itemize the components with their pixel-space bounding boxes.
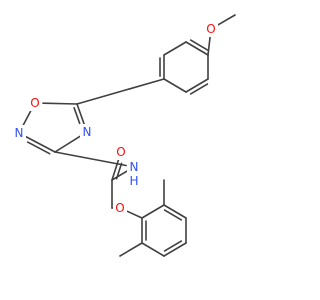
carbonyl-oxygen-atom: O: [114, 144, 128, 160]
n4-c5-bond-inner: [73, 107, 81, 125]
aryl-bond-1: [185, 41, 209, 56]
aryl-oxadiazole-bond: [76, 78, 165, 105]
oxadiazole-oxygen-label: O: [30, 96, 39, 110]
oxadiazole-nitrogen-2-label: N: [15, 126, 24, 140]
ring2-bond-5: [141, 242, 165, 257]
o1-n2-bond: [21, 109, 33, 127]
ring2-bond-2-inner: [163, 209, 183, 221]
ring2-bond-2: [163, 204, 187, 219]
aryl-bond-1-inner: [189, 39, 209, 51]
methyl-o-bond: [217, 14, 236, 26]
aryl-bond-5: [185, 78, 209, 93]
amide-nitrogen-label: N: [130, 160, 139, 174]
methyl-2-bond: [119, 242, 143, 257]
n2-c3-bond: [25, 135, 56, 153]
carbonyl-oxygen-label: O: [116, 145, 125, 159]
amide-nh-atom: N H: [127, 160, 141, 189]
carbonyl-double-bond-inner: [115, 162, 123, 180]
chemical-structure-diagram: O O N N N H O O: [12, 14, 236, 257]
nh-carbonyl-bond: [111, 170, 128, 181]
bond-layer: [21, 14, 236, 257]
ether-aryl-bond: [126, 210, 143, 219]
methoxy-oxygen-atom: O: [204, 21, 218, 37]
ether-oxygen-label: O: [115, 201, 124, 215]
oxadiazole-nitrogen-4-label: N: [83, 125, 92, 139]
ring2-bond-4-inner: [163, 240, 183, 252]
oxadiazole-nitrogen-4-atom: N: [80, 124, 94, 140]
amide-hydrogen-label: H: [129, 174, 138, 188]
oxadiazole-nitrogen-2-atom: N: [12, 125, 26, 141]
n2-c3-bond-inner: [26, 141, 51, 155]
aryl-bond-5-inner: [189, 83, 209, 95]
c3-nh-bond: [54, 151, 127, 167]
ring2-bond-1: [141, 204, 165, 219]
n4-c5-bond: [76, 103, 86, 126]
atom-label-layer: O O N N N H O O: [12, 21, 218, 216]
ring2-bond-4: [163, 242, 187, 257]
oxadiazole-oxygen-atom: O: [28, 95, 42, 111]
ether-oxygen-atom: O: [113, 200, 127, 216]
carbonyl-double-bond: [111, 158, 120, 181]
o-aryl-bond: [207, 36, 211, 56]
methoxy-oxygen-label: O: [206, 22, 215, 36]
c5-o1-bond: [42, 102, 78, 105]
aryl-bond-2: [163, 41, 187, 56]
aryl-bond-4: [163, 78, 187, 93]
c3-n4-bond: [54, 135, 82, 153]
